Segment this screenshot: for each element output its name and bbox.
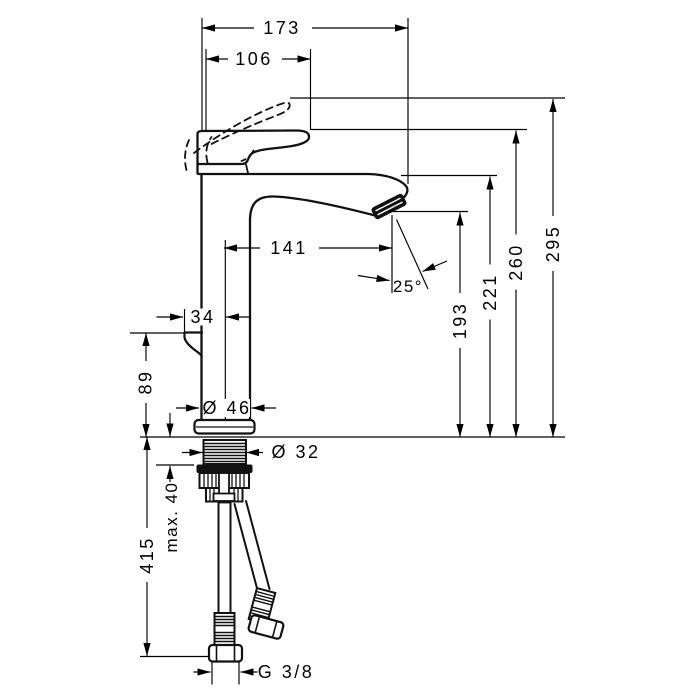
- dim-total-width-label: 173: [263, 18, 301, 38]
- dim-mount-thickness-label: max. 40: [162, 482, 181, 553]
- dim-hose-length-label: 415: [137, 536, 157, 574]
- dim-body-height-label: 260: [506, 243, 526, 281]
- dim-shank-diameter-label: Ø 32: [271, 442, 320, 462]
- dim-handle-offset-label: 34: [190, 307, 215, 327]
- dim-total-height-label: 295: [543, 225, 563, 263]
- dim-thread-size-label: G 3/8: [258, 662, 315, 682]
- mounting-nut: [196, 464, 253, 504]
- handle-raised-dashed: [184, 101, 291, 171]
- faucet-outline: [183, 101, 409, 663]
- label-backgrounds: [136, 19, 563, 582]
- supply-hose-straight: [207, 502, 244, 663]
- base-plate: [193, 418, 256, 435]
- dim-spout-reach-label: 141: [270, 238, 308, 258]
- dim-clearance-label: 89: [136, 369, 156, 394]
- dimension-labels: 173 106 141 25° 34 Ø 46 Ø 32 G 3/8 89 41…: [136, 18, 564, 682]
- dim-base-diameter-label: Ø 46: [202, 398, 251, 418]
- dim-spray-angle-label: 25°: [393, 277, 423, 296]
- dim-aerator-height-label: 193: [450, 302, 470, 340]
- dim-spout-height-label: 221: [480, 273, 500, 311]
- threaded-shank: [202, 439, 247, 465]
- extension-lines: [130, 18, 565, 685]
- drain-lever-hook: [183, 331, 204, 358]
- aerator: [371, 193, 407, 220]
- supply-hose-angled: [233, 500, 285, 640]
- dimension-lines: [142, 24, 557, 676]
- dim-handle-width-label: 106: [235, 49, 273, 69]
